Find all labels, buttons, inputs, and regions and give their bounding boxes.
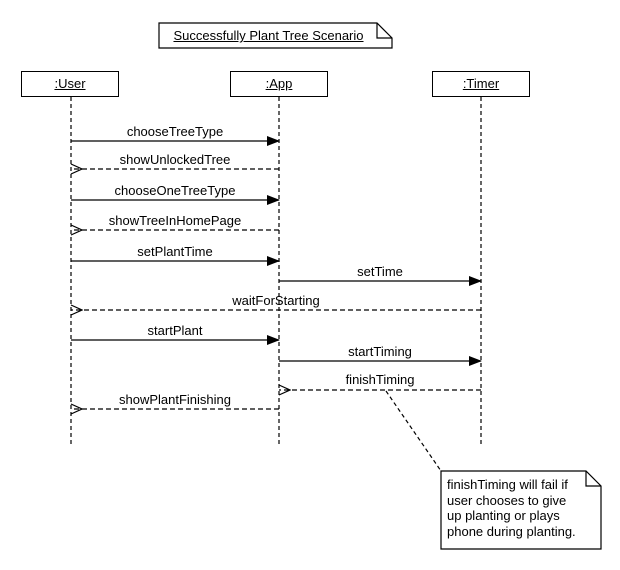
note-text-line: phone during planting. [447,523,576,539]
lifeline-head-app: :App [230,71,328,97]
message-label-startTiming: startTiming [348,344,412,359]
note-text-line: up planting or plays [447,508,560,523]
title-note-fold [376,23,392,39]
note-text-line: finishTiming will fail if [447,477,568,492]
message-label-waitForStarting: waitForStarting [232,293,320,308]
lifeline-head-user: :User [21,71,119,97]
note-text-line: user chooses to give [447,492,567,508]
message-label-chooseTreeType: chooseTreeType [126,124,224,139]
note-text: finishTiming will fail if user chooses t… [447,477,597,539]
title-note-shape [158,22,393,49]
lifeline-label-app: :App [265,76,293,91]
message-label-setTime: setTime [357,264,403,279]
lifeline-label-user: :User [54,76,86,91]
message-label-showPlantFinishing: showPlantFinishing [118,392,232,407]
message-label-finishTiming: finishTiming [345,372,415,387]
note-shape [440,470,602,550]
message-label-setPlantTime: setPlantTime [137,244,213,259]
message-label-showTreeInHomePage: showTreeInHomePage [108,213,242,228]
message-label-showUnlockedTree: showUnlockedTree [119,152,231,167]
message-label-chooseOneTreeType: chooseOneTreeType [114,183,236,198]
message-label-startPlant: startPlant [147,323,203,338]
diagram-title: Successfully Plant Tree Scenario [173,28,364,43]
lifeline-head-timer: :Timer [432,71,530,97]
note-fold [585,471,601,487]
note-anchor-line [385,390,442,472]
lifeline-label-timer: :Timer [462,76,500,91]
